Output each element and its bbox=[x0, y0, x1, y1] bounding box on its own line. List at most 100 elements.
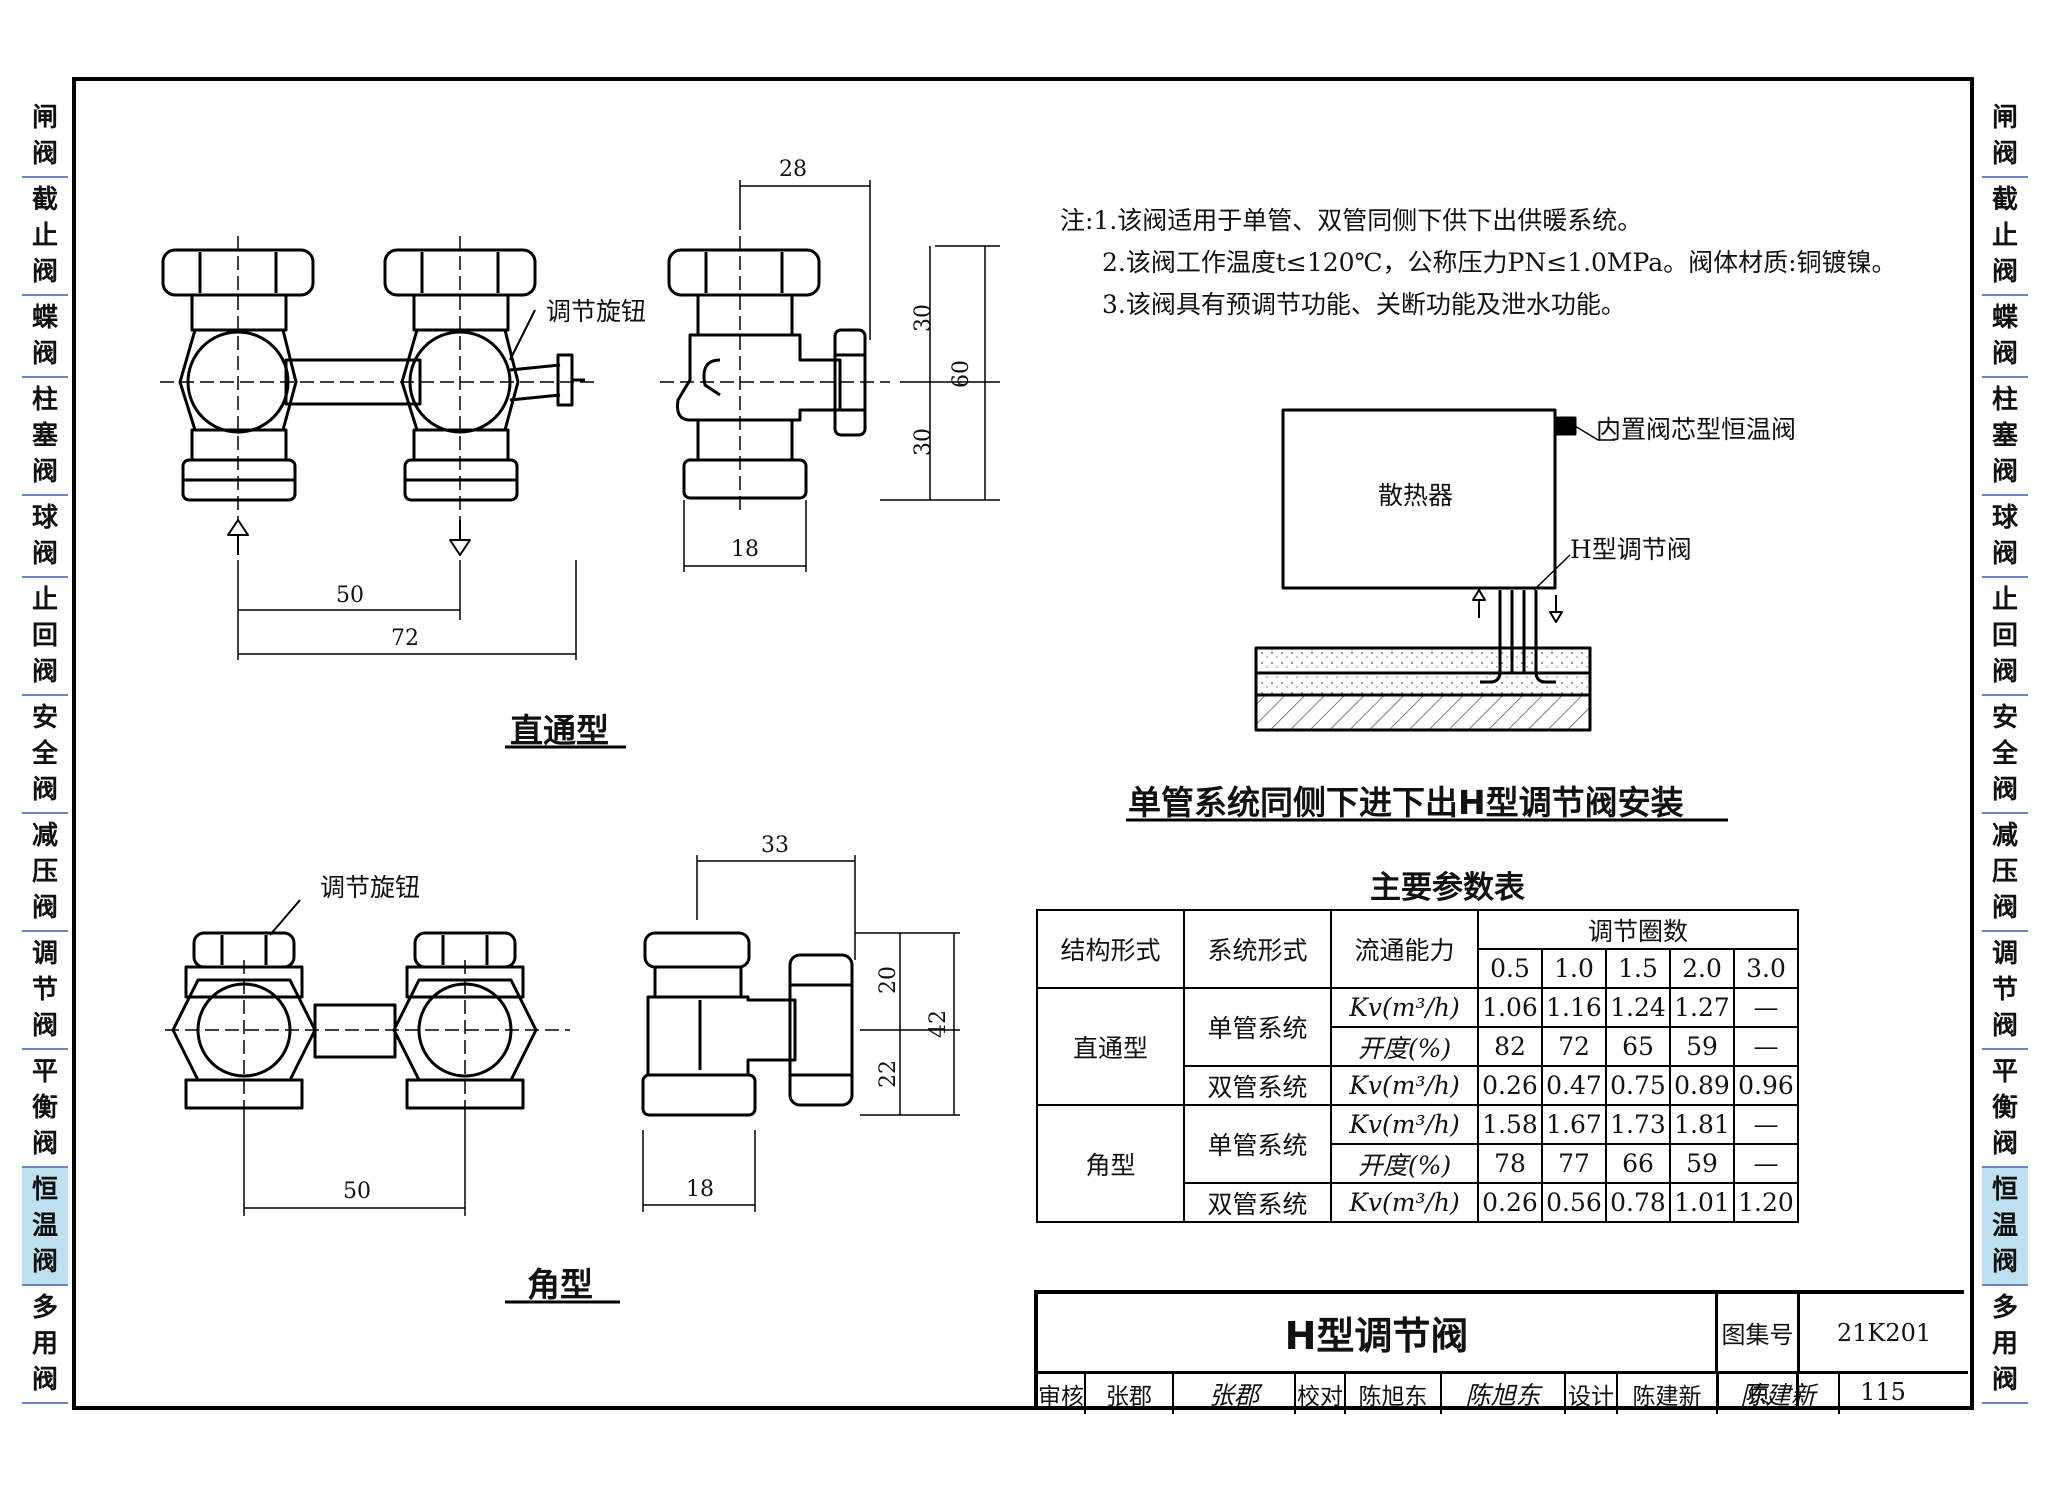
install-caption: 单管系统同侧下进下出H型调节阀安装 bbox=[1128, 783, 1684, 822]
dim-a-spacing: 50 bbox=[343, 1179, 371, 1204]
value-cell: — bbox=[1733, 1026, 1799, 1067]
value-cell: 59 bbox=[1669, 1143, 1735, 1184]
value-cell: 1.16 bbox=[1541, 987, 1607, 1028]
checker: 陈旭东 bbox=[1346, 1374, 1442, 1414]
index-tab[interactable]: 蝶阀 bbox=[22, 296, 68, 378]
index-tab[interactable]: 柱塞阀 bbox=[22, 378, 68, 496]
index-tab[interactable]: 蝶阀 bbox=[1982, 296, 2028, 378]
value-cell: 0.26 bbox=[1477, 1065, 1543, 1106]
index-tab[interactable]: 截止阀 bbox=[22, 178, 68, 296]
h-valve-label: H型调节阀 bbox=[1570, 535, 1692, 564]
right-index-tabs: 闸阀截止阀蝶阀柱塞阀球阀止回阀安全阀减压阀调节阀平衡阀恒温阀多用阀 bbox=[1982, 96, 2028, 1404]
value-cell: 66 bbox=[1605, 1143, 1671, 1184]
index-tab[interactable]: 闸阀 bbox=[22, 96, 68, 178]
index-tab[interactable]: 截止阀 bbox=[1982, 178, 2028, 296]
title-block: H型调节阀 图集号 21K201 审核 张郡 张郡 校对 陈旭东 陈旭东 设计 … bbox=[1034, 1290, 1968, 1414]
straight-valve-side bbox=[667, 248, 867, 500]
thermo-valve-label: 内置阀芯型恒温阀 bbox=[1596, 415, 1797, 444]
metric-cell: 开度(%) bbox=[1330, 1143, 1479, 1184]
index-tab[interactable]: 平衡阀 bbox=[22, 1050, 68, 1168]
params-table-title: 主要参数表 bbox=[1370, 870, 1525, 906]
value-cell: 65 bbox=[1605, 1026, 1671, 1067]
value-cell: 1.67 bbox=[1541, 1104, 1607, 1145]
dim-s-top: 28 bbox=[779, 157, 807, 182]
index-tab[interactable]: 止回阀 bbox=[22, 578, 68, 696]
index-tab[interactable]: 调节阀 bbox=[22, 932, 68, 1050]
index-tab[interactable]: 球阀 bbox=[1982, 496, 2028, 578]
designer: 陈建新 bbox=[1618, 1374, 1718, 1414]
design-label: 设计 bbox=[1566, 1374, 1618, 1414]
page-number: 115 bbox=[1796, 1374, 1967, 1410]
value-cell: 77 bbox=[1541, 1143, 1607, 1184]
left-index-tabs: 闸阀截止阀蝶阀柱塞阀球阀止回阀安全阀减压阀调节阀平衡阀恒温阀多用阀 bbox=[22, 96, 68, 1404]
index-tab[interactable]: 恒温阀 bbox=[1982, 1168, 2028, 1286]
turns-cell: 3.0 bbox=[1733, 948, 1799, 989]
index-tab[interactable]: 安全阀 bbox=[22, 696, 68, 814]
value-cell: 1.73 bbox=[1605, 1104, 1671, 1145]
check-signature: 陈旭东 bbox=[1442, 1374, 1566, 1414]
straight-caption: 直通型 bbox=[510, 711, 609, 750]
index-tab[interactable]: 柱塞阀 bbox=[1982, 378, 2028, 496]
hdr-system: 系统形式 bbox=[1183, 909, 1332, 989]
dim-s-upper: 30 bbox=[911, 304, 936, 332]
index-tab[interactable]: 减压阀 bbox=[22, 814, 68, 932]
metric-cell: Kv(m³/h) bbox=[1330, 1104, 1479, 1145]
dim-s-overall: 72 bbox=[391, 626, 419, 651]
index-tab[interactable]: 球阀 bbox=[22, 496, 68, 578]
angle-valve-side bbox=[641, 931, 854, 1117]
value-cell: — bbox=[1733, 987, 1799, 1028]
design-signature: 陈建新 bbox=[1718, 1374, 1840, 1414]
hdr-turns: 调节圈数 bbox=[1477, 909, 1799, 950]
value-cell: — bbox=[1733, 1104, 1799, 1145]
metric-cell: Kv(m³/h) bbox=[1330, 1065, 1479, 1106]
index-tab[interactable]: 闸阀 bbox=[1982, 96, 2028, 178]
index-tab[interactable]: 调节阀 bbox=[1982, 932, 2028, 1050]
system-cell: 双管系统 bbox=[1183, 1065, 1332, 1106]
value-cell: 0.26 bbox=[1477, 1182, 1543, 1223]
system-cell: 单管系统 bbox=[1183, 987, 1332, 1067]
index-tab[interactable]: 恒温阀 bbox=[22, 1168, 68, 1286]
notes-block: 注:1.该阀适用于单管、双管同侧下供下出供暖系统。 2.该阀工作温度t≤120℃… bbox=[1060, 200, 1897, 326]
metric-cell: 开度(%) bbox=[1330, 1026, 1479, 1067]
dim-a-side: 18 bbox=[686, 1177, 714, 1202]
metric-cell: Kv(m³/h) bbox=[1330, 987, 1479, 1028]
atlas-label: 图集号 bbox=[1718, 1294, 1800, 1374]
value-cell: 0.75 bbox=[1605, 1065, 1671, 1106]
index-tab[interactable]: 减压阀 bbox=[1982, 814, 2028, 932]
note-2: 2.该阀工作温度t≤120℃，公称压力PN≤1.0MPa。阀体材质:铜镀镍。 bbox=[1102, 248, 1897, 277]
value-cell: — bbox=[1733, 1143, 1799, 1184]
dim-s-side: 18 bbox=[731, 537, 759, 562]
index-tab[interactable]: 止回阀 bbox=[1982, 578, 2028, 696]
dim-a-top: 33 bbox=[761, 833, 789, 858]
value-cell: 59 bbox=[1669, 1026, 1735, 1067]
value-cell: 1.01 bbox=[1669, 1182, 1735, 1223]
index-tab[interactable]: 安全阀 bbox=[1982, 696, 2028, 814]
index-tab[interactable]: 平衡阀 bbox=[1982, 1050, 2028, 1168]
dim-a-upper: 20 bbox=[876, 966, 901, 994]
straight-valve-front bbox=[161, 248, 585, 556]
value-cell: 0.78 bbox=[1605, 1182, 1671, 1223]
page-label: 页 bbox=[1716, 1374, 1799, 1410]
angle-knob-label: 调节旋钮 bbox=[320, 873, 421, 902]
reviewer: 张郡 bbox=[1086, 1374, 1174, 1414]
dim-s-spacing: 50 bbox=[336, 583, 364, 608]
index-tab[interactable]: 多用阀 bbox=[22, 1286, 68, 1404]
value-cell: 0.96 bbox=[1733, 1065, 1799, 1106]
value-cell: 1.58 bbox=[1477, 1104, 1543, 1145]
index-tab[interactable]: 多用阀 bbox=[1982, 1286, 2028, 1404]
structure-cell: 直通型 bbox=[1036, 987, 1185, 1106]
turns-cell: 0.5 bbox=[1477, 948, 1543, 989]
value-cell: 1.27 bbox=[1669, 987, 1735, 1028]
hdr-flow: 流通能力 bbox=[1330, 909, 1479, 989]
angle-valve-front bbox=[171, 899, 538, 1110]
value-cell: 0.47 bbox=[1541, 1065, 1607, 1106]
value-cell: 1.20 bbox=[1733, 1182, 1799, 1223]
value-cell: 0.56 bbox=[1541, 1182, 1607, 1223]
turns-cell: 1.0 bbox=[1541, 948, 1607, 989]
drawing-frame bbox=[72, 77, 1974, 1410]
dim-s-total: 60 bbox=[949, 360, 974, 388]
